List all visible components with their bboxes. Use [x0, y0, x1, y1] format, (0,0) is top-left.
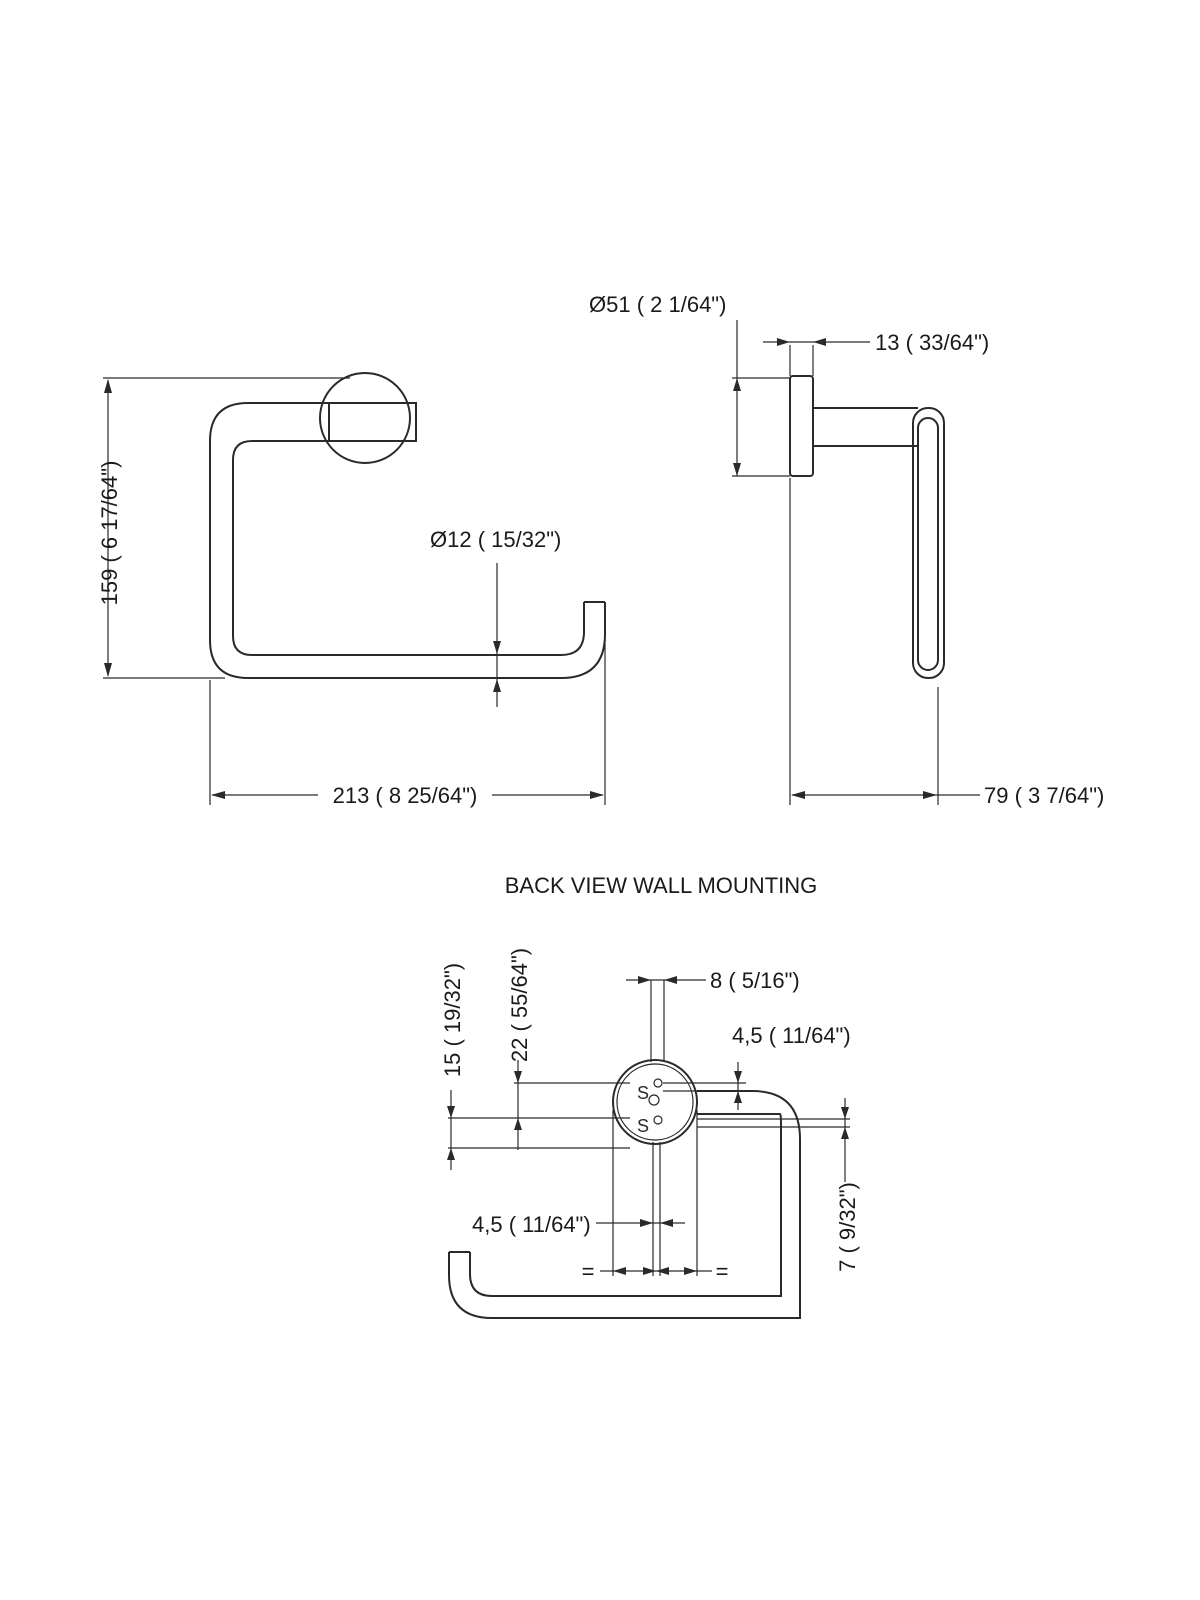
height-dim-label: 159 ( 6 17/64"): [97, 461, 122, 606]
dim8-label: 8 ( 5/16"): [710, 968, 800, 993]
equal-left-label: =: [582, 1259, 595, 1284]
equal-arrow-2: [643, 1267, 656, 1275]
equal-right-label: =: [716, 1259, 729, 1284]
equal-arrow-4: [684, 1267, 697, 1275]
flange-dia-label: Ø51 ( 2 1/64"): [589, 292, 726, 317]
front-ring-inner: [232, 440, 585, 656]
front-view: 159 ( 6 17/64") Ø12 ( 15/32") 213 ( 8 25…: [97, 372, 606, 808]
dim22-label: 22 ( 55/64"): [507, 948, 532, 1062]
height-arrow-top: [104, 379, 112, 393]
width-arrow-right: [590, 791, 604, 799]
dim8-arrow-left: [638, 976, 651, 984]
thickness-label: 13 ( 33/64"): [875, 330, 989, 355]
height-arrow-bottom: [104, 663, 112, 677]
dim45-top-arrow-2: [734, 1091, 742, 1103]
back-view: BACK VIEW WALL MOUNTING S S 8 ( 5/16") 4…: [440, 873, 860, 1319]
equal-arrow-1: [613, 1267, 626, 1275]
screw-mark-2: S: [637, 1116, 649, 1136]
dim45-top-label: 4,5 ( 11/64"): [732, 1023, 851, 1048]
width-arrow-left: [211, 791, 225, 799]
dim7-label: 7 ( 9/32"): [835, 1182, 860, 1272]
dim45-bottom-arrow-1: [640, 1219, 653, 1227]
dim15-arrow-1: [447, 1106, 455, 1118]
back-view-title: BACK VIEW WALL MOUNTING: [505, 873, 818, 898]
dim45-bottom-arrow-2: [660, 1219, 673, 1227]
dim7-arrow-1: [841, 1107, 849, 1119]
screw-mark-1: S: [637, 1083, 649, 1103]
depth-arrow-right: [923, 791, 937, 799]
thickness-arrow-right: [813, 338, 826, 346]
tube-dia-label: Ø12 ( 15/32"): [430, 527, 561, 552]
back-hole-top: [653, 1078, 663, 1088]
back-ring-outer: [448, 1090, 801, 1319]
front-flange-boss: [328, 402, 417, 442]
dim22-arrow-2: [514, 1118, 522, 1130]
back-ring-inner: [469, 1113, 782, 1297]
back-hole-center: [648, 1094, 660, 1106]
side-flange: [789, 375, 814, 477]
side-ring-outer: [912, 407, 945, 679]
back-flange-outer: [612, 1059, 698, 1145]
depth-label: 79 ( 3 7/64"): [984, 783, 1104, 808]
front-ring-outer: [209, 402, 606, 679]
dim45-bottom-label: 4,5 ( 11/64"): [472, 1212, 591, 1237]
dim22-arrow-1: [514, 1071, 522, 1083]
side-ring-inner: [917, 417, 939, 671]
depth-arrow-left: [791, 791, 805, 799]
width-dim-label: 213 ( 8 25/64"): [333, 783, 478, 808]
front-flange-circle: [319, 372, 411, 464]
flange-dia-arrow-bottom: [733, 463, 741, 476]
dim7-arrow-2: [841, 1127, 849, 1139]
tube-dia-arrow-top: [493, 641, 501, 654]
back-hole-bottom: [653, 1115, 663, 1125]
dim15-label: 15 ( 19/32"): [440, 963, 465, 1077]
flange-dia-arrow-top: [733, 378, 741, 391]
dim8-arrow-right: [664, 976, 677, 984]
side-view: Ø51 ( 2 1/64") 13 ( 33/64") 79 ( 3 7/64"…: [589, 292, 1104, 808]
thickness-arrow-left: [777, 338, 790, 346]
back-flange-inner: [616, 1063, 694, 1141]
equal-arrow-3: [656, 1267, 669, 1275]
dim45-top-arrow-1: [734, 1071, 742, 1083]
tube-dia-arrow-bottom: [493, 679, 501, 692]
dim15-arrow-2: [447, 1148, 455, 1160]
